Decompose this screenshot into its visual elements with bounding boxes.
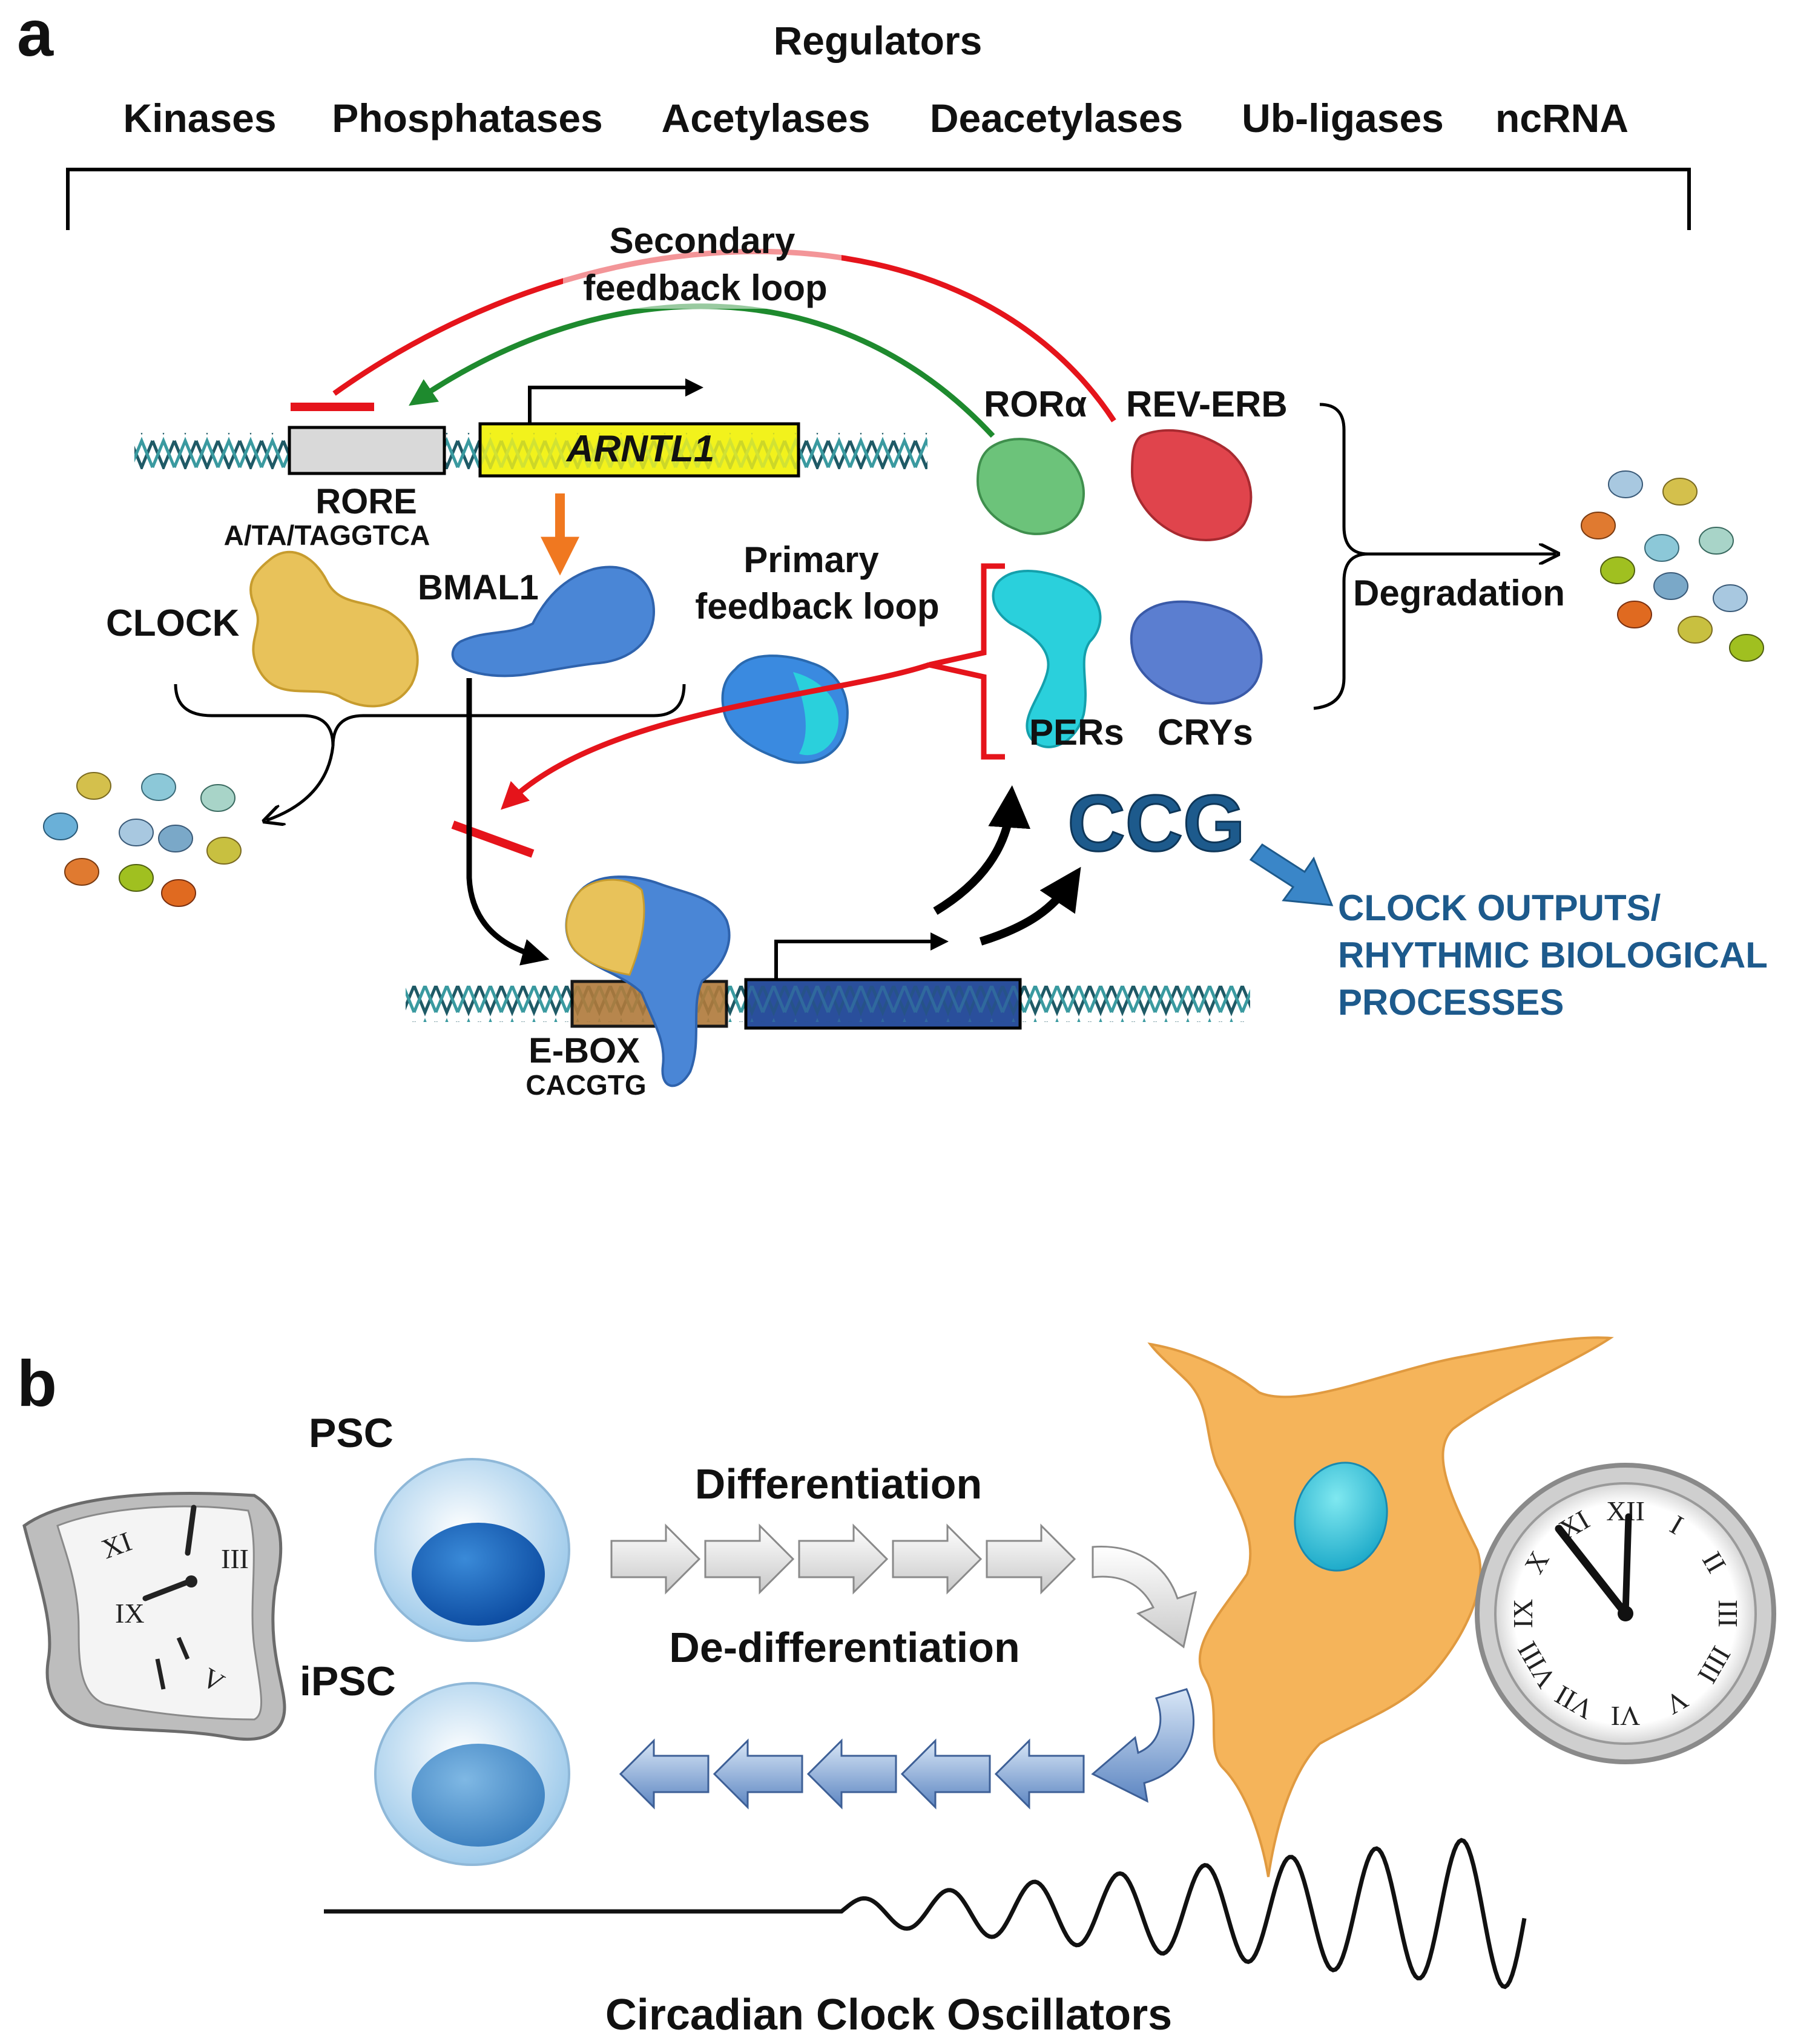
- rore-sequence: A/TA/TAGGTCA: [224, 519, 430, 551]
- clock-bound-part: [565, 879, 645, 976]
- secondary-loop-label-1: Secondary: [610, 220, 795, 261]
- pers-crys-bracket: [929, 563, 1005, 760]
- clock-outputs-line-1: CLOCK OUTPUTS/: [1338, 888, 1661, 928]
- svg-text:III: III: [221, 1543, 249, 1574]
- psc-label: PSC: [309, 1410, 394, 1456]
- regulator-ncrna: ncRNA: [1495, 96, 1629, 140]
- secondary-loop-label-bg: [563, 218, 841, 309]
- rev-erb-label: REV-ERB: [1126, 384, 1288, 424]
- oscillation-trace: [324, 1838, 1527, 1990]
- ccg-to-pers-arrow: [933, 785, 1031, 915]
- clock-label: CLOCK: [106, 602, 240, 644]
- ipsc-cell: [374, 1682, 570, 1866]
- ccg-label: CCG: [1067, 779, 1245, 868]
- melting-clock-icon: XI III IX V: [22, 1492, 286, 1741]
- differentiation-label: Differentiation: [695, 1460, 982, 1508]
- primary-loop-label-2: feedback loop: [695, 586, 939, 627]
- ccg-helix-overlay: [748, 986, 1018, 1022]
- ccg-output-block-arrow: [1249, 843, 1334, 906]
- dedifferentiation-label: De-differentiation: [669, 1624, 1019, 1671]
- regulator-list: Kinases Phosphatases Acetylases Deacetyl…: [123, 96, 1629, 140]
- ebox-sequence: CACGTG: [525, 1069, 646, 1101]
- clock-numeral: VI: [1611, 1701, 1641, 1732]
- crys-protein: [1130, 600, 1263, 705]
- regulators-bracket: [66, 168, 1691, 230]
- crys-label: CRYs: [1158, 712, 1253, 753]
- degradation-fragments-left: [43, 772, 242, 907]
- ccg-output-arrow: [979, 866, 1081, 946]
- clock-outputs-line-3: PROCESSES: [1338, 982, 1564, 1023]
- clock-bmal1-degradation-arrow: [266, 745, 335, 820]
- secondary-loop-label-2: feedback loop: [583, 268, 827, 308]
- ror-activation-arc: [409, 303, 995, 438]
- degradation-fragments-right: [1581, 470, 1764, 662]
- clock-numeral: III: [1713, 1600, 1744, 1627]
- pers-protein: [992, 570, 1102, 748]
- ccg-transcription-arrow: [774, 932, 949, 980]
- ror-alpha-protein: [976, 438, 1085, 535]
- rore-element: [288, 426, 446, 475]
- clock-outputs-line-2: RHYTHMIC BIOLOGICAL: [1338, 935, 1768, 975]
- clock-outputs-text: CLOCK OUTPUTS/ RHYTHMIC BIOLOGICAL PROCE…: [1338, 888, 1768, 1023]
- ebox-label: E-BOX: [529, 1031, 640, 1070]
- degradation-label: Degradation: [1353, 573, 1565, 613]
- panel-b-letter: b: [17, 1347, 57, 1420]
- ebox-inhibition-bar: [451, 820, 535, 858]
- regulators-title: Regulators: [774, 18, 983, 63]
- primary-loop-label-1: Primary: [743, 539, 879, 580]
- bmal1-protein: [451, 565, 656, 677]
- regulator-kinases: Kinases: [123, 96, 276, 140]
- clock-protein: [249, 550, 419, 708]
- panel-a-letter: a: [17, 0, 54, 70]
- regulator-ub-ligases: Ub-ligases: [1242, 96, 1444, 140]
- regulator-acetylases: Acetylases: [662, 96, 871, 140]
- ror-alpha-label: RORα: [984, 384, 1087, 424]
- arntl1-gene-label: ARNTL1: [565, 428, 715, 470]
- ipsc-label: iPSC: [300, 1658, 396, 1704]
- clock-numeral: IX: [1507, 1599, 1538, 1629]
- degradation-brace: [1313, 403, 1369, 710]
- oscillators-label: Circadian Clock Oscillators: [605, 1991, 1172, 2039]
- primary-inhibition-curve: [501, 662, 930, 810]
- differentiated-cell: [1147, 1336, 1614, 1878]
- psc-cell: [374, 1458, 570, 1642]
- rev-erb-protein: [1130, 429, 1253, 541]
- differentiation-arrows: [610, 1523, 1197, 1649]
- arntl1-transcription-arrow: [528, 378, 703, 424]
- pers-label: PERs: [1029, 712, 1124, 753]
- differentiated-cell-nucleus: [1294, 1462, 1388, 1572]
- clock-bmal1-brace: [174, 684, 686, 747]
- bmal1-to-ebox-arrow: [466, 678, 550, 966]
- dedifferentiation-arrows: [619, 1688, 1195, 1810]
- regulator-deacetylases: Deacetylases: [930, 96, 1183, 140]
- rore-label: RORE: [315, 482, 417, 521]
- arntl1-helix-overlay: [482, 433, 797, 469]
- bmal1-label: BMAL1: [418, 568, 539, 607]
- svg-text:IX: IX: [115, 1598, 145, 1629]
- regulator-phosphatases: Phosphatases: [332, 96, 603, 140]
